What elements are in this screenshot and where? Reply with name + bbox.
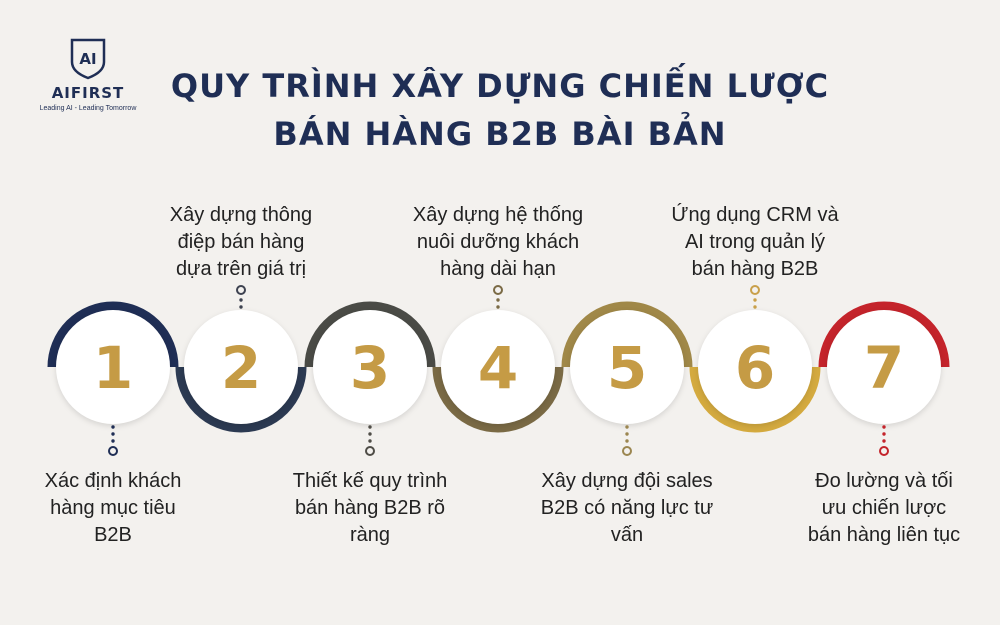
step-6-arc: [689, 366, 821, 433]
step-4-label-line: nuôi dưỡng khách: [416, 231, 580, 253]
step-4-number: 4: [478, 334, 518, 402]
step-7-number: 7: [864, 334, 904, 402]
step-7-label: Đo lường và tối ưu chiến lược bán hàng liê…: [779, 468, 989, 549]
step-7-connector: [879, 425, 889, 456]
step-2-label-line: Xây dựng thông: [169, 204, 313, 226]
step-1-arc: [47, 301, 179, 368]
step-2-number: 2: [221, 334, 261, 402]
step-4-arc: [432, 366, 564, 433]
brand-logo: AI AIFIRST Leading AI - Leading Tomorrow: [28, 36, 148, 112]
step-2-connector: [236, 285, 246, 309]
step-4-label-line: hàng dài hạn: [440, 258, 556, 280]
title-line-1: QUY TRÌNH XÂY DỰNG CHIẾN LƯỢC: [170, 67, 830, 105]
step-3-number: 3: [350, 334, 390, 402]
step-5-label-line: Xây dựng đội sales: [541, 470, 713, 492]
brand-name: AIFIRST: [51, 84, 125, 102]
step-1-number: 1: [93, 334, 133, 402]
step-1-circle: [56, 310, 170, 424]
step-1-label-line: B2B: [94, 524, 132, 546]
svg-text:AI: AI: [79, 50, 96, 68]
step-5-label-line: B2B có năng lực tư: [540, 497, 714, 519]
step-7-circle: [827, 310, 941, 424]
step-6-label-line: AI trong quản lý: [684, 231, 826, 253]
step-2-label-line: điệp bán hàng: [177, 231, 305, 253]
step-5-arc: [561, 301, 693, 368]
step-6-label-line: bán hàng B2B: [691, 258, 819, 280]
step-4-label-line: Xây dựng hệ thống: [412, 204, 584, 226]
step-6-circle: [698, 310, 812, 424]
step-2-circle: [184, 310, 298, 424]
step-7-label-line: ưu chiến lược: [821, 497, 947, 519]
step-5-number: 5: [607, 334, 647, 402]
step-3-circle: [313, 310, 427, 424]
step-3-label-line: bán hàng B2B rõ: [294, 497, 446, 519]
brand-tagline: Leading AI - Leading Tomorrow: [39, 105, 137, 112]
step-4-connector: [493, 285, 503, 309]
step-4-circle: [441, 310, 555, 424]
step-6-label: Ứng dụng CRM và AI trong quản lý bán hàng …: [650, 202, 860, 283]
step-3-label: Thiết kế quy trình bán hàng B2B rõ ràng: [265, 468, 475, 549]
step-2-arc: [175, 366, 307, 433]
step-1-label-line: hàng mục tiêu: [50, 497, 176, 519]
shield-emblem-icon: AI: [70, 38, 106, 80]
step-6-number: 6: [735, 334, 775, 402]
step-3-connector: [365, 425, 375, 456]
step-4-label: Xây dựng hệ thống nuôi dưỡng khách hàng dà…: [393, 202, 603, 283]
step-6-connector: [750, 285, 760, 309]
page-title: QUY TRÌNH XÂY DỰNG CHIẾN LƯỢC BÁN HÀNG B…: [150, 62, 850, 158]
step-5-circle: [570, 310, 684, 424]
step-6-label-line: Ứng dụng CRM và: [671, 204, 839, 226]
step-3-arc: [304, 301, 436, 368]
step-7-label-line: bán hàng liên tục: [807, 524, 961, 546]
step-7-arc: [818, 301, 950, 368]
step-1-label-line: Xác định khách: [44, 470, 182, 492]
step-5-connector: [622, 425, 632, 456]
step-3-label-line: ràng: [349, 524, 391, 546]
step-3-label-line: Thiết kế quy trình: [292, 470, 448, 492]
step-5-label-line: vấn: [610, 524, 644, 546]
step-7-label-line: Đo lường và tối: [815, 470, 953, 492]
step-2-label: Xây dựng thông điệp bán hàng dựa trên giá …: [136, 202, 346, 283]
title-line-2: BÁN HÀNG B2B BÀI BẢN: [273, 115, 727, 153]
step-1-connector: [108, 425, 118, 456]
step-2-label-line: dựa trên giá trị: [175, 258, 307, 280]
